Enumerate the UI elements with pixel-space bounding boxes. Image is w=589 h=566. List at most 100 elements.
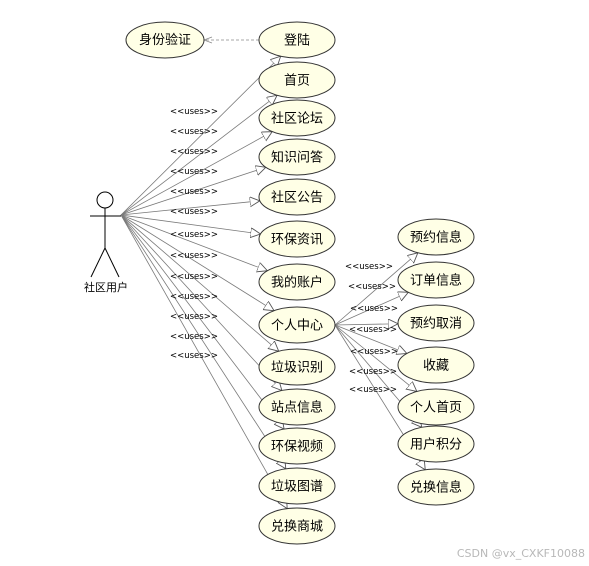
stereotype-right-1: <<uses>> xyxy=(348,282,396,292)
use-case-label: 站点信息 xyxy=(271,400,323,416)
use-case-label: 个人中心 xyxy=(271,319,323,334)
use-case-right-4: 个人首页 xyxy=(397,388,475,426)
use-case-ellipse xyxy=(397,388,475,426)
use-case-left-9: 站点信息 xyxy=(258,388,336,426)
use-case-label: 知识问答 xyxy=(271,150,323,166)
use-case-ellipse xyxy=(258,138,336,176)
watermark: CSDN @vx_CXKF10088 xyxy=(456,547,585,560)
actor-right-leg xyxy=(104,247,120,278)
use-case-ellipse xyxy=(258,467,336,505)
stereotype-left-10: <<uses>> xyxy=(170,312,218,322)
use-case-label: 垃圾识别 xyxy=(271,361,323,376)
use-case-left-3: 知识问答 xyxy=(258,138,336,176)
stereotype-left-5: <<uses>> xyxy=(170,207,218,217)
use-case-auth: 身份验证 xyxy=(125,21,205,59)
use-case-label: 预约信息 xyxy=(410,230,462,246)
use-case-ellipse xyxy=(397,218,475,256)
use-case-right-1: 订单信息 xyxy=(397,261,475,299)
uses-edge-left-6 xyxy=(120,214,267,271)
stereotype-left-8: <<uses>> xyxy=(170,272,218,282)
use-case-ellipse xyxy=(258,348,336,386)
use-case-ellipse xyxy=(258,388,336,426)
uses-edge-left-9 xyxy=(120,214,282,390)
edge-layer xyxy=(120,36,425,509)
stereotype-left-6: <<uses>> xyxy=(170,230,218,240)
stereotype-right-0: <<uses>> xyxy=(345,262,393,272)
use-case-right-3: 收藏 xyxy=(397,346,475,384)
uses-edge-left-2 xyxy=(120,132,272,216)
uses-edge-left-0 xyxy=(120,56,281,216)
use-case-label: 社区论坛 xyxy=(271,111,323,127)
use-case-label: 个人首页 xyxy=(410,401,462,416)
actor-head xyxy=(96,191,114,209)
uses-edge-right-3 xyxy=(334,324,407,353)
actor-label: 社区用户 xyxy=(84,280,128,294)
use-case-ellipse xyxy=(258,99,336,137)
use-case-label: 兑换商城 xyxy=(271,520,323,535)
use-case-ellipse xyxy=(397,468,475,506)
use-case-left-2: 社区论坛 xyxy=(258,99,336,137)
stereotype-left-12: <<uses>> xyxy=(170,351,218,361)
use-case-ellipse xyxy=(258,178,336,216)
use-case-left-12: 兑换商城 xyxy=(258,507,336,545)
use-case-right-5: 用户积分 xyxy=(397,425,475,463)
use-case-auth-label: 身份验证 xyxy=(139,32,191,48)
use-case-ellipse xyxy=(258,220,336,258)
uses-edge-left-4 xyxy=(120,201,260,216)
use-case-left-4: 社区公告 xyxy=(258,178,336,216)
use-case-label: 收藏 xyxy=(423,359,449,374)
use-case-label: 订单信息 xyxy=(410,273,462,289)
use-case-left-7: 个人中心 xyxy=(258,306,336,344)
stereotype-right-2: <<uses>> xyxy=(350,304,398,314)
stereotype-layer: <<uses>> <<uses>> <<uses>> <<uses>> <<uses>>… xyxy=(170,107,398,395)
use-case-label: 用户积分 xyxy=(410,437,462,453)
uses-edge-left-8 xyxy=(120,214,279,351)
uses-edge-left-11 xyxy=(120,214,286,469)
use-case-left-11: 垃圾图谱 xyxy=(258,467,336,505)
uses-edge-left-5 xyxy=(120,214,260,234)
stereotype-left-4: <<uses>> xyxy=(170,187,218,197)
actor xyxy=(90,191,121,278)
actor-left-leg xyxy=(90,247,106,278)
use-case-ellipse xyxy=(258,306,336,344)
use-case-ellipse xyxy=(397,346,475,384)
uses-edge-left-7 xyxy=(120,214,274,311)
use-case-right-6: 兑换信息 xyxy=(397,468,475,506)
stereotype-right-3: <<uses>> xyxy=(349,325,397,335)
uses-edge-right-0 xyxy=(334,253,418,326)
use-case-left-10: 环保视频 xyxy=(258,427,336,465)
use-case-left-5: 环保资讯 xyxy=(258,220,336,258)
use-case-right-2: 预约取消 xyxy=(397,304,475,342)
uses-edge-left-1 xyxy=(120,95,277,216)
use-case-label: 预约取消 xyxy=(410,317,462,332)
use-case-ellipse xyxy=(397,261,475,299)
use-case-left-8: 垃圾识别 xyxy=(258,348,336,386)
use-case-left-0: 登陆 xyxy=(258,21,336,59)
uses-edge-left-3 xyxy=(120,167,266,216)
stereotype-left-7: <<uses>> xyxy=(170,251,218,261)
use-case-label: 环保资讯 xyxy=(271,233,323,248)
uses-edge-right-1 xyxy=(334,292,408,326)
use-case-label: 环保视频 xyxy=(271,440,323,455)
use-case-label: 登陆 xyxy=(284,33,310,49)
stereotype-left-1: <<uses>> xyxy=(170,127,218,137)
use-case-ellipse xyxy=(397,304,475,342)
use-case-layer: 登陆首页社区论坛知识问答社区公告环保资讯我的账户个人中心垃圾识别站点信息环保视频… xyxy=(258,21,475,545)
uses-edge-left-10 xyxy=(120,214,284,429)
use-case-left-1: 首页 xyxy=(258,61,336,99)
uses-edge-left-12 xyxy=(120,214,287,509)
use-case-left-6: 我的账户 xyxy=(258,263,336,301)
use-case-ellipse xyxy=(258,61,336,99)
use-case-label: 社区公告 xyxy=(271,190,323,206)
use-case-ellipse xyxy=(258,427,336,465)
stereotype-left-2: <<uses>> xyxy=(170,147,218,157)
stereotype-left-11: <<uses>> xyxy=(170,332,218,342)
stereotype-left-9: <<uses>> xyxy=(170,292,218,302)
use-case-label: 垃圾图谱 xyxy=(271,480,323,495)
use-case-ellipse xyxy=(397,425,475,463)
stereotype-left-0: <<uses>> xyxy=(170,107,218,117)
stereotype-right-6: <<uses>> xyxy=(349,385,397,395)
use-case-ellipse xyxy=(258,263,336,301)
use-case-label: 我的账户 xyxy=(271,275,323,291)
